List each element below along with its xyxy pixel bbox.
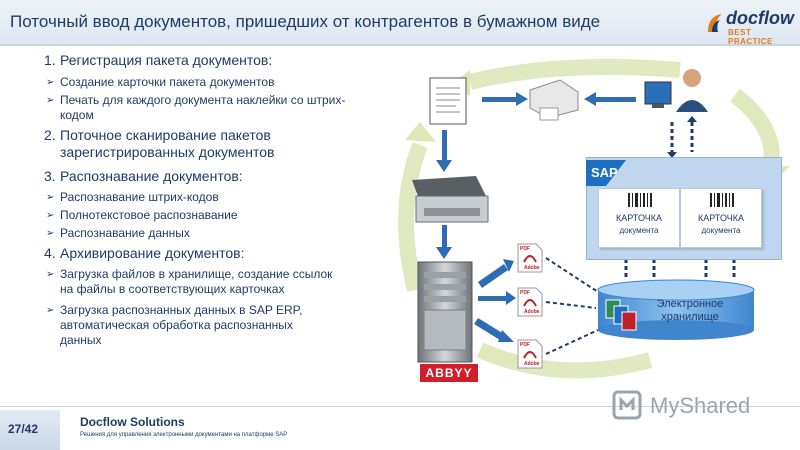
section-number: 2. — [44, 127, 56, 143]
label-printer-icon — [529, 79, 579, 121]
document-card: КАРТОЧКА документа — [680, 188, 762, 248]
server-rack-icon — [417, 261, 473, 363]
arrow-bullet-icon: ➢ — [46, 210, 55, 221]
section-number: 3. — [44, 168, 56, 184]
section-title: Поточное сканирование пакетов зарегистри… — [60, 127, 275, 160]
upload-arrow — [545, 257, 599, 355]
bullet-item: ➢ Полнотекстовое распознавание — [44, 208, 364, 223]
docflow-logo: docflow BEST PRACTICE — [706, 8, 796, 46]
footer-divider — [0, 406, 800, 407]
flow-arrow — [474, 259, 516, 342]
bullet-item: ➢ Загрузка распознанных данных в SAP ERP… — [44, 303, 364, 348]
bullet-text: Распознавание штрих-кодов — [60, 190, 219, 204]
scanner-icon — [412, 176, 489, 223]
bullet-text: Создание карточки пакета документов — [60, 75, 275, 89]
barcode-icon — [710, 193, 734, 207]
sap-logo: SAP — [586, 160, 626, 186]
page-number-box — [0, 410, 60, 450]
bullet-text: Распознавание данных — [60, 226, 190, 240]
arrow-bullet-icon: ➢ — [46, 95, 55, 106]
steps-list: 1. Регистрация пакета документов: ➢ Созд… — [44, 52, 364, 348]
docflow-logo-icon — [708, 14, 722, 32]
bullet-item: ➢ Распознавание данных — [44, 226, 364, 241]
card-subtitle: документа — [701, 226, 741, 235]
footer-company: Docflow Solutions — [80, 415, 185, 429]
adobe-label: Adobe — [524, 309, 540, 315]
section-heading: 2. Поточное сканирование пакетов зарегис… — [44, 127, 364, 161]
storage-label-line: хранилище — [661, 311, 719, 323]
pdf-label: PDF — [520, 290, 530, 296]
arrow-bullet-icon: ➢ — [46, 269, 55, 280]
logo-subtitle: BEST PRACTICE — [728, 28, 773, 46]
paper-document-icon — [429, 77, 467, 125]
header-bar — [0, 0, 800, 46]
sap-logo-text: SAP — [591, 165, 618, 180]
logo-wordmark: docflow — [726, 8, 794, 28]
storage-label: Электронное хранилище — [630, 298, 750, 324]
link-arrow — [624, 252, 736, 278]
stored-files-icon — [605, 299, 637, 331]
document-card: КАРТОЧКА документа — [598, 188, 680, 248]
adobe-label: Adobe — [524, 265, 540, 271]
section-heading: 3. Распознавание документов: — [44, 168, 364, 185]
adobe-label: Adobe — [524, 361, 540, 367]
bullet-text: Печать для каждого документа наклейки со… — [60, 93, 346, 122]
card-title: КАРТОЧКА — [698, 213, 744, 223]
section-title: Архивирование документов: — [60, 245, 245, 261]
flow-arrow — [436, 92, 636, 259]
section-title: Регистрация пакета документов: — [60, 52, 273, 68]
storage-label-line: Электронное — [656, 298, 724, 310]
pdf-file-icon — [517, 339, 543, 369]
arrow-bullet-icon: ➢ — [46, 228, 55, 239]
cycle-arrow-head — [405, 122, 436, 142]
arrow-bullet-icon: ➢ — [46, 192, 55, 203]
page-title: Поточный ввод документов, пришедших от к… — [10, 12, 601, 31]
watermark-logo-icon — [612, 390, 642, 420]
bullet-item: ➢ Распознавание штрих-кодов — [44, 190, 364, 205]
arrow-bullet-icon: ➢ — [46, 305, 55, 316]
bullet-item: ➢ Создание карточки пакета документов — [44, 75, 364, 90]
sync-arrow-head — [667, 152, 677, 158]
pdf-label: PDF — [520, 342, 530, 348]
bullet-text: Загрузка файлов в хранилище, создание сс… — [60, 267, 333, 296]
card-subtitle: документа — [619, 226, 659, 235]
section-heading: 1. Регистрация пакета документов: — [44, 52, 364, 69]
card-title: КАРТОЧКА — [616, 213, 662, 223]
arrow-bullet-icon: ➢ — [46, 77, 55, 88]
section-heading: 4. Архивирование документов: — [44, 245, 364, 262]
watermark: MyShared — [612, 390, 772, 420]
bullet-text: Полнотекстовое распознавание — [60, 208, 238, 222]
pdf-label: PDF — [520, 246, 530, 252]
sync-arrow-head — [687, 116, 697, 122]
section-number: 1. — [44, 52, 56, 68]
page-number: 27/42 — [8, 422, 39, 436]
bullet-text: Загрузка распознанных данных в SAP ERP, … — [60, 303, 303, 347]
barcode-icon — [628, 193, 652, 207]
abbyy-logo: ABBYY — [420, 364, 478, 382]
bullet-item: ➢ Загрузка файлов в хранилище, создание … — [44, 267, 364, 297]
watermark-text: MyShared — [650, 393, 751, 418]
user-at-computer-icon — [644, 69, 708, 112]
footer-tagline: Решения для управления электронными доку… — [80, 432, 288, 438]
pdf-file-icon — [517, 287, 543, 317]
section-number: 4. — [44, 245, 56, 261]
section-title: Распознавание документов: — [60, 168, 243, 184]
sync-arrow — [670, 122, 694, 152]
bullet-item: ➢ Печать для каждого документа наклейки … — [44, 93, 364, 123]
pdf-file-icon — [517, 243, 543, 273]
